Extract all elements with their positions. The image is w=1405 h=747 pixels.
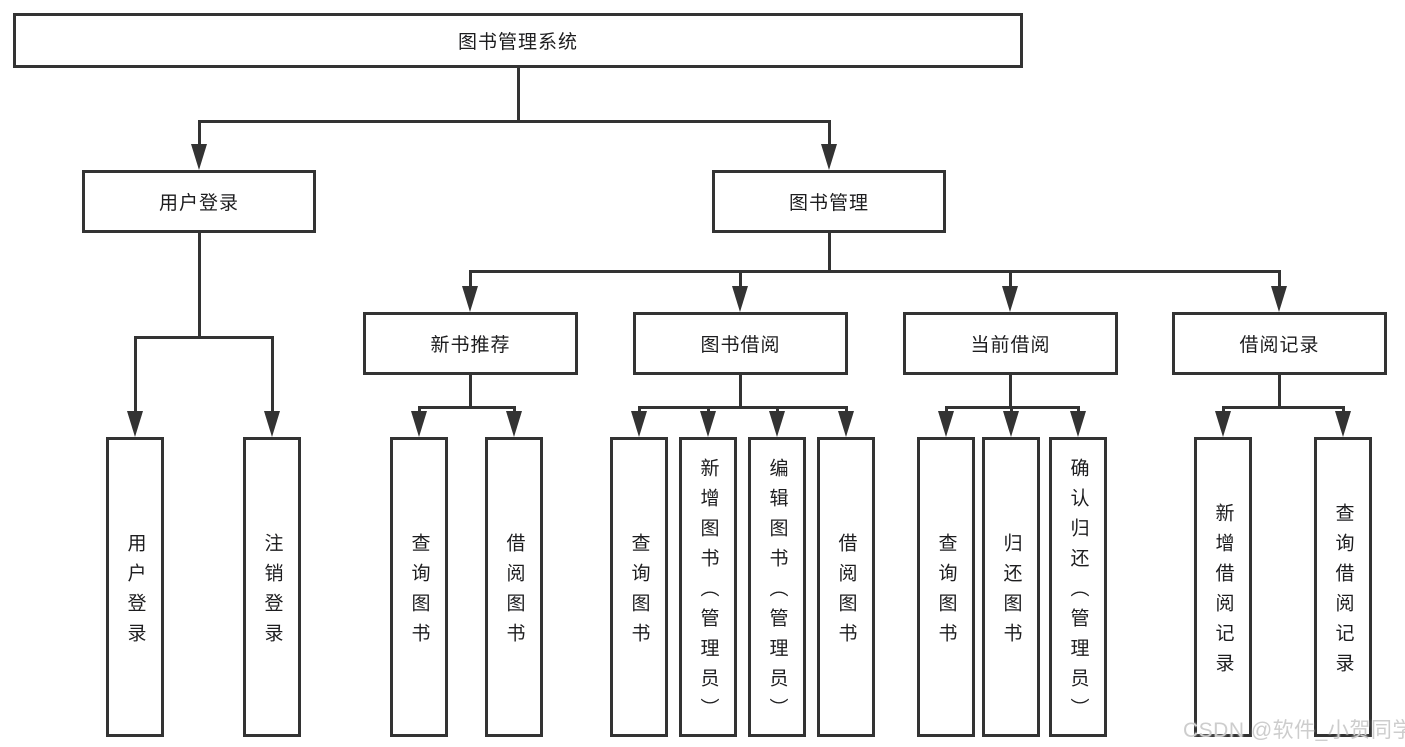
connector-line bbox=[198, 233, 201, 338]
arrowhead-down-icon bbox=[631, 411, 647, 437]
connector-line bbox=[1009, 270, 1012, 288]
connector-line bbox=[1278, 270, 1281, 288]
arrowhead-down-icon bbox=[1002, 286, 1018, 312]
node-book-management-label: 图书管理 bbox=[788, 193, 869, 214]
leaf-query-borrow-record: 查询借阅记录 bbox=[1314, 437, 1372, 737]
leaf-confirm-return-admin: 确认归还（管理员） bbox=[1049, 437, 1107, 737]
leaf-query-books-borrowing: 查询图书 bbox=[610, 437, 668, 737]
leaf-borrow-books-recommend: 借阅图书 bbox=[485, 437, 543, 737]
connector-line bbox=[1342, 406, 1345, 414]
leaf-edit-book-admin: 编辑图书（管理员） bbox=[748, 437, 806, 737]
connector-line bbox=[845, 406, 848, 414]
leaf-query-books-recommend-label: 查询图书 bbox=[408, 532, 430, 653]
connector-line bbox=[739, 375, 742, 408]
node-user-login-label: 用户登录 bbox=[158, 193, 239, 214]
connector-line bbox=[469, 375, 472, 408]
node-user-login: 用户登录 bbox=[82, 170, 316, 233]
connector-line bbox=[739, 270, 742, 288]
connector-line bbox=[418, 406, 421, 414]
leaf-add-book-admin: 新增图书（管理员） bbox=[679, 437, 737, 737]
node-borrow-records-label: 借阅记录 bbox=[1239, 335, 1320, 356]
node-new-book-recommend-label: 新书推荐 bbox=[430, 335, 511, 356]
arrowhead-down-icon bbox=[506, 411, 522, 437]
leaf-return-book: 归还图书 bbox=[982, 437, 1040, 737]
leaf-borrow-books-borrowing-label: 借阅图书 bbox=[835, 532, 857, 653]
connector-line bbox=[418, 406, 516, 409]
node-root-system: 图书管理系统 bbox=[13, 13, 1023, 68]
leaf-add-book-admin-label: 新增图书（管理员） bbox=[697, 457, 719, 728]
leaf-borrow-books-borrowing: 借阅图书 bbox=[817, 437, 875, 737]
leaf-return-book-label: 归还图书 bbox=[1000, 532, 1022, 653]
leaf-query-books-current: 查询图书 bbox=[917, 437, 975, 737]
arrowhead-down-icon bbox=[191, 144, 207, 170]
connector-line bbox=[638, 406, 641, 414]
connector-line bbox=[198, 120, 830, 123]
arrowhead-down-icon bbox=[127, 411, 143, 437]
arrowhead-down-icon bbox=[1271, 286, 1287, 312]
arrowhead-down-icon bbox=[1335, 411, 1351, 437]
connector-line bbox=[198, 120, 201, 146]
connector-line bbox=[134, 336, 137, 413]
connector-line bbox=[517, 68, 520, 123]
leaf-user-login-label: 用户登录 bbox=[124, 532, 146, 653]
arrowhead-down-icon bbox=[411, 411, 427, 437]
csdn-watermark: CSDN @软件_小贺同学 bbox=[1183, 719, 1405, 742]
arrowhead-down-icon bbox=[462, 286, 478, 312]
arrowhead-down-icon bbox=[1003, 411, 1019, 437]
connector-line bbox=[1278, 375, 1281, 408]
node-root-system-label: 图书管理系统 bbox=[457, 32, 578, 53]
connector-line bbox=[1010, 406, 1013, 414]
connector-line bbox=[1222, 406, 1225, 414]
arrowhead-down-icon bbox=[1215, 411, 1231, 437]
node-current-borrowing-label: 当前借阅 bbox=[970, 335, 1051, 356]
connector-line bbox=[1009, 375, 1012, 408]
node-current-borrowing: 当前借阅 bbox=[903, 312, 1118, 375]
connector-line bbox=[828, 233, 831, 272]
connector-line bbox=[469, 270, 472, 288]
connector-line bbox=[707, 406, 710, 414]
connector-line bbox=[469, 270, 1281, 273]
node-new-book-recommend: 新书推荐 bbox=[363, 312, 578, 375]
connector-line bbox=[513, 406, 516, 414]
connector-line bbox=[134, 336, 274, 339]
leaf-confirm-return-admin-label: 确认归还（管理员） bbox=[1067, 457, 1089, 728]
arrowhead-down-icon bbox=[838, 411, 854, 437]
connector-line bbox=[828, 120, 831, 146]
node-book-management: 图书管理 bbox=[712, 170, 946, 233]
arrowhead-down-icon bbox=[769, 411, 785, 437]
connector-line bbox=[638, 406, 847, 409]
leaf-query-books-recommend: 查询图书 bbox=[390, 437, 448, 737]
leaf-user-login: 用户登录 bbox=[106, 437, 164, 737]
connector-line bbox=[1077, 406, 1080, 414]
node-book-borrowing-label: 图书借阅 bbox=[700, 335, 781, 356]
leaf-logout-label: 注销登录 bbox=[261, 532, 283, 653]
arrowhead-down-icon bbox=[821, 144, 837, 170]
node-borrow-records: 借阅记录 bbox=[1172, 312, 1387, 375]
arrowhead-down-icon bbox=[700, 411, 716, 437]
connector-line bbox=[271, 336, 274, 413]
leaf-query-books-borrowing-label: 查询图书 bbox=[628, 532, 650, 653]
leaf-query-books-current-label: 查询图书 bbox=[935, 532, 957, 653]
connector-line bbox=[776, 406, 779, 414]
leaf-add-borrow-record-label: 新增借阅记录 bbox=[1212, 502, 1234, 683]
arrowhead-down-icon bbox=[732, 286, 748, 312]
connector-line bbox=[1222, 406, 1344, 409]
connector-line bbox=[945, 406, 948, 414]
node-book-borrowing: 图书借阅 bbox=[633, 312, 848, 375]
leaf-logout: 注销登录 bbox=[243, 437, 301, 737]
arrowhead-down-icon bbox=[1070, 411, 1086, 437]
arrowhead-down-icon bbox=[938, 411, 954, 437]
arrowhead-down-icon bbox=[264, 411, 280, 437]
leaf-borrow-books-recommend-label: 借阅图书 bbox=[503, 532, 525, 653]
leaf-query-borrow-record-label: 查询借阅记录 bbox=[1332, 502, 1354, 683]
leaf-add-borrow-record: 新增借阅记录 bbox=[1194, 437, 1252, 737]
leaf-edit-book-admin-label: 编辑图书（管理员） bbox=[766, 457, 788, 728]
